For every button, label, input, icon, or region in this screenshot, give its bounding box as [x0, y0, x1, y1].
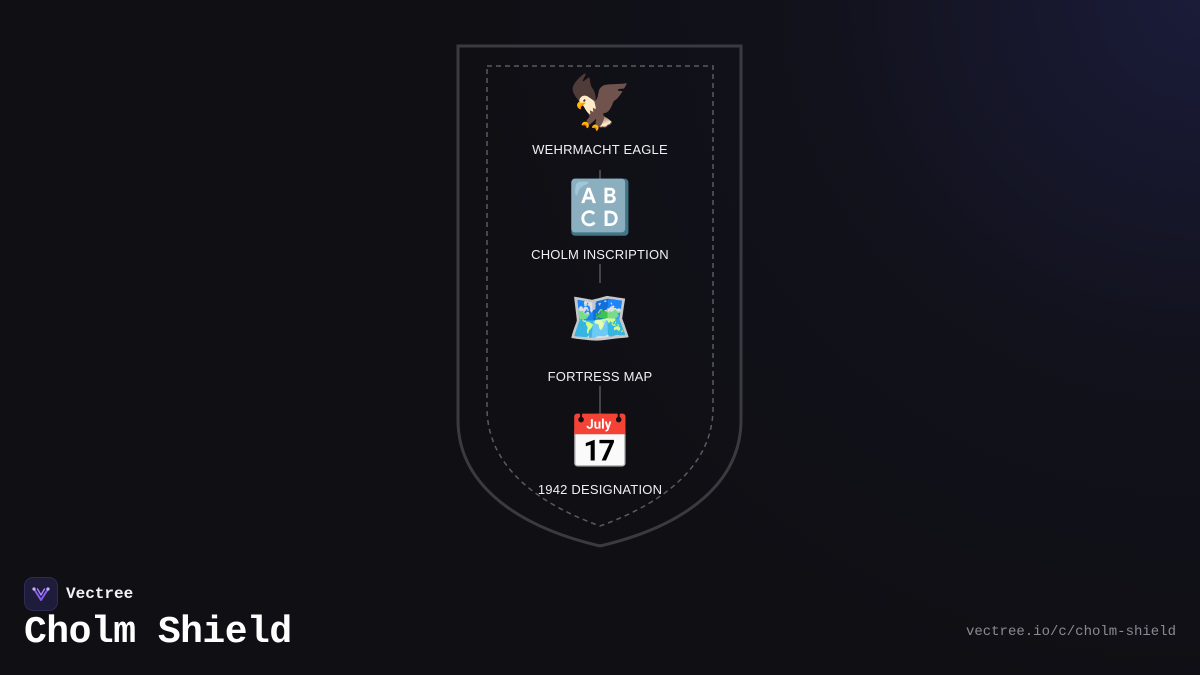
eagle-icon: 🦅 — [567, 73, 633, 133]
node-label: WEHRMACHT EAGLE — [532, 142, 668, 157]
node-cholm-inscription[interactable]: 🔠 CHOLM INSCRIPTION — [500, 177, 700, 262]
letters-abcd-icon: 🔠 — [567, 178, 633, 238]
node-label: FORTRESS MAP — [547, 369, 653, 384]
node-wehrmacht-eagle[interactable]: 🦅 WEHRMACHT EAGLE — [500, 72, 700, 157]
node-label: 1942 DESIGNATION — [537, 482, 663, 497]
node-fortress-map[interactable]: 🗺️ FORTRESS MAP — [500, 288, 700, 384]
calendar-icon: 📅 — [567, 413, 633, 473]
node-label: CHOLM INSCRIPTION — [531, 247, 669, 262]
page-title: Cholm Shield — [24, 611, 292, 654]
world-map-icon: 🗺️ — [567, 289, 633, 349]
vectree-logo-icon — [24, 577, 58, 611]
shield-outline — [456, 44, 743, 548]
brand-name: Vectree — [66, 585, 134, 603]
shield-inner-border — [486, 65, 714, 527]
node-1942-designation[interactable]: 📅 1942 DESIGNATION — [500, 412, 700, 497]
page-url[interactable]: vectree.io/c/cholm-shield — [965, 624, 1176, 640]
brand[interactable]: Vectree — [24, 577, 133, 611]
